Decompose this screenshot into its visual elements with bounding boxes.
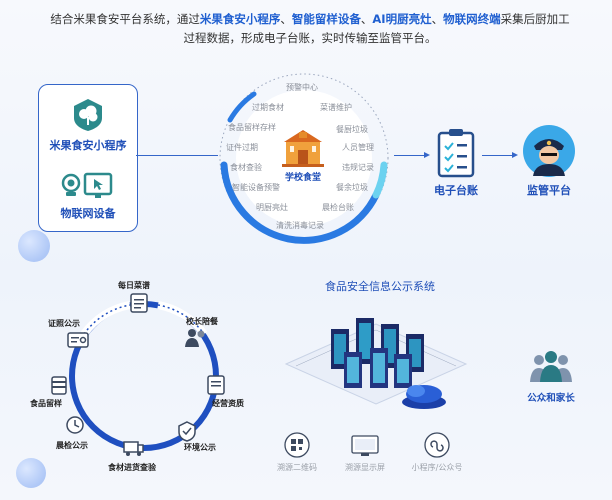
ring-item-ingredient-check: 食材查验 [230, 163, 262, 172]
cycle-item-environment: 环境公示 [184, 443, 216, 452]
canteen-building-icon [278, 128, 328, 170]
miniapp-icon [424, 432, 450, 462]
ring-item-sample-keep: 食品留样存样 [228, 123, 276, 132]
qr-label: 溯源二维码 [277, 463, 317, 472]
ring-item-device-warning: 智能设备预警 [232, 183, 280, 192]
ledger-label: 电子台账 [434, 184, 478, 197]
server-cluster-illustration [284, 318, 468, 409]
connector-line-mid [394, 155, 428, 156]
ring-item-warning-center: 预警中心 [286, 83, 318, 92]
mini-program-label: 米果食安小程序 [49, 139, 127, 152]
screen-icon [350, 434, 380, 462]
ring-item-leftover-waste: 餐余垃圾 [336, 183, 368, 192]
connector-line-left [136, 155, 218, 156]
principal-meal-icon [184, 326, 208, 352]
cert-notice-icon [66, 330, 90, 354]
ingredient-check-icon [122, 436, 146, 462]
system-title: 食品安全信息公示系统 [325, 280, 435, 293]
cycle-item-cert-notice: 证照公示 [48, 319, 80, 328]
ring-item-kitchen-waste: 餐厨垃圾 [336, 125, 368, 134]
public-people-icon [526, 348, 576, 388]
cycle-item-food-sample: 食品留样 [30, 399, 62, 408]
ledger-clipboard-icon [436, 128, 476, 178]
data-source-panel: 米果食安小程序 物联网设备 [38, 84, 138, 232]
iot-device-icon [61, 171, 115, 201]
ring-item-violation: 违规记录 [342, 163, 374, 172]
iot-device-label: 物联网设备 [60, 207, 116, 220]
deco-bubble-left [18, 230, 50, 262]
arrow-head-mid [424, 152, 430, 158]
ring-item-morning-check: 晨检台账 [322, 203, 354, 212]
cycle-item-business-license: 经营资质 [212, 399, 244, 408]
food-sample-icon [48, 374, 70, 400]
qr-icon [284, 432, 310, 462]
screen-label: 溯源显示屏 [345, 463, 385, 472]
ring-item-staff-manage: 人员管理 [342, 143, 374, 152]
ring-item-bright-kitchen: 明厨亮灶 [256, 203, 288, 212]
deco-bubble-bottom-left [16, 458, 46, 488]
police-officer-icon [522, 124, 576, 178]
cycle-item-principal-meal: 校长陪餐 [186, 317, 218, 326]
ring-item-cert-expired: 证件过期 [226, 143, 258, 152]
ring-item-cleaning: 清洗消毒记录 [276, 221, 324, 230]
intro-text: 结合米果食安平台系统，通过米果食安小程序、智能留样设备、AI明厨亮灶、物联网终端… [40, 10, 580, 48]
business-license-icon [206, 374, 226, 400]
cycle-item-ingredient-check: 食材进货查验 [108, 463, 156, 472]
intro-line-2: 过程数据，形成电子台账，实时传输至监管平台。 [183, 31, 437, 45]
public-label: 公众和家长 [527, 393, 575, 404]
ring-item-expired-food: 过期食材 [252, 103, 284, 112]
connector-line-right [482, 155, 516, 156]
intro-line-1: 结合米果食安平台系统，通过米果食安小程序、智能留样设备、AI明厨亮灶、物联网终端… [50, 12, 570, 26]
canteen-label: 学校食堂 [284, 173, 321, 183]
environment-icon [176, 420, 198, 446]
morning-check-icon [64, 414, 86, 440]
mini-program-icon [70, 97, 106, 133]
supervise-label: 监管平台 [527, 184, 571, 197]
ring-item-menu-maintain: 菜谱维护 [320, 103, 352, 112]
daily-menu-icon [128, 292, 150, 318]
cycle-item-daily-menu: 每日菜谱 [118, 281, 150, 290]
arrow-head-right [512, 152, 518, 158]
cycle-item-morning-check: 晨检公示 [56, 441, 88, 450]
miniapp-label: 小程序/公众号 [411, 463, 463, 472]
